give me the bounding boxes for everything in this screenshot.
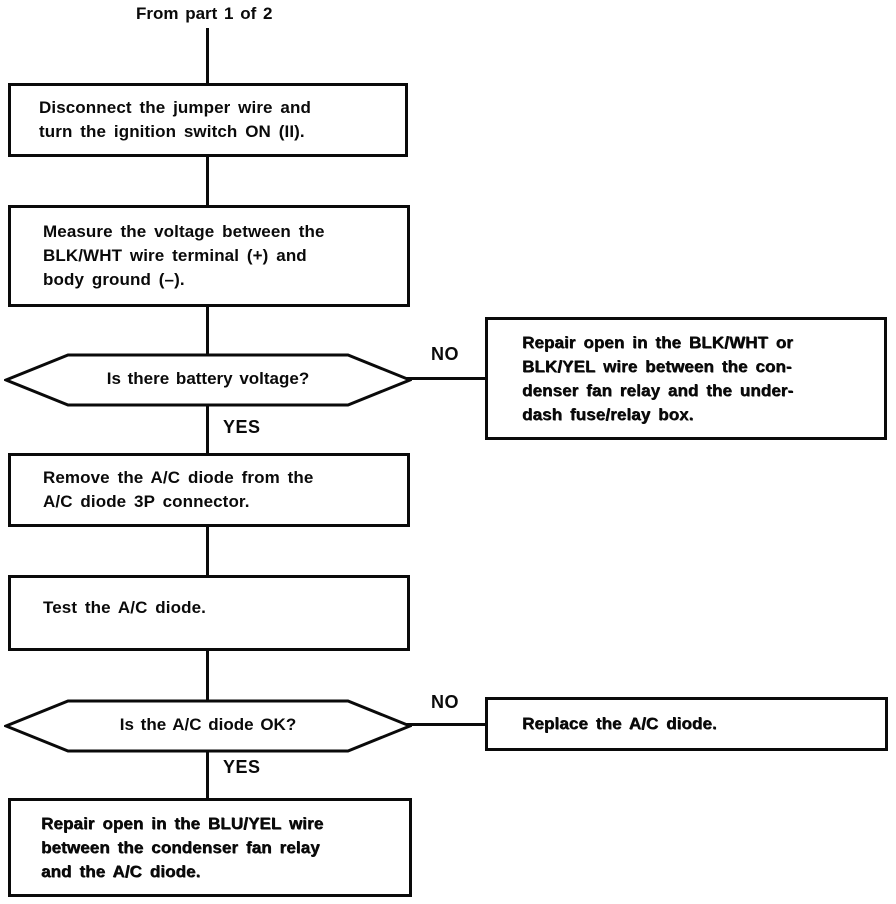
process-box-disconnect-jumper: Disconnect the jumper wire and turn the …	[8, 83, 408, 157]
connector-line	[206, 155, 209, 207]
from-part-label: From part 1 of 2	[136, 4, 273, 23]
no-branch-line	[406, 377, 487, 380]
hexagon-shape	[4, 699, 412, 753]
box-text-line: Test the A/C diode.	[43, 598, 206, 617]
connector-line	[206, 401, 209, 455]
action-box-repair-bluyel-open: Repair open in the BLU/YEL wire between …	[8, 798, 412, 897]
box-text-line: Disconnect the jumper wire and	[39, 98, 311, 117]
action-box-replace-diode: Replace the A/C diode.	[485, 697, 888, 751]
no-branch-line	[406, 723, 487, 726]
connector-line	[206, 525, 209, 577]
decision-text: Is there battery voltage?	[106, 369, 310, 388]
box-text-line: Repair open in the BLU/YEL wire	[41, 813, 324, 833]
box-text-line: Measure the voltage between the	[43, 222, 325, 241]
yes-label: YES	[223, 757, 261, 777]
process-box-measure-voltage: Measure the voltage between the BLK/WHT …	[8, 205, 410, 307]
box-text-line: Remove the A/C diode from the	[43, 468, 314, 487]
no-label: NO	[431, 344, 459, 364]
box-text-line: dash fuse/relay box.	[522, 404, 694, 424]
decision-battery-voltage: Is there battery voltage?	[4, 353, 412, 407]
box-text-line: turn the ignition switch ON (II).	[39, 122, 305, 141]
hexagon-shape	[4, 353, 412, 407]
yes-label: YES	[223, 417, 261, 437]
box-text-line: and the A/C diode.	[41, 861, 201, 881]
connector-line	[206, 748, 209, 800]
decision-diode-ok: Is the A/C diode OK?	[4, 699, 412, 753]
box-text-line: A/C diode 3P connector.	[43, 492, 250, 511]
box-text-line: Replace the A/C diode.	[522, 714, 717, 733]
box-text-line: BLK/YEL wire between the con-	[522, 356, 792, 376]
action-box-repair-blkwht-open: Repair open in the BLK/WHT or BLK/YEL wi…	[485, 317, 887, 440]
box-text-line: between the condenser fan relay	[41, 837, 320, 857]
connector-line	[206, 305, 209, 355]
decision-text: Is the A/C diode OK?	[119, 715, 297, 734]
box-text-line: body ground (–).	[43, 270, 185, 289]
process-box-test-diode: Test the A/C diode.	[8, 575, 410, 651]
process-box-remove-diode: Remove the A/C diode from the A/C diode …	[8, 453, 410, 527]
connector-line	[206, 648, 209, 701]
connector-line	[206, 28, 209, 85]
no-label: NO	[431, 692, 459, 712]
box-text-line: Repair open in the BLK/WHT or	[522, 332, 794, 352]
box-text-line: BLK/WHT wire terminal (+) and	[43, 246, 307, 265]
box-text-line: denser fan relay and the under-	[522, 380, 794, 400]
